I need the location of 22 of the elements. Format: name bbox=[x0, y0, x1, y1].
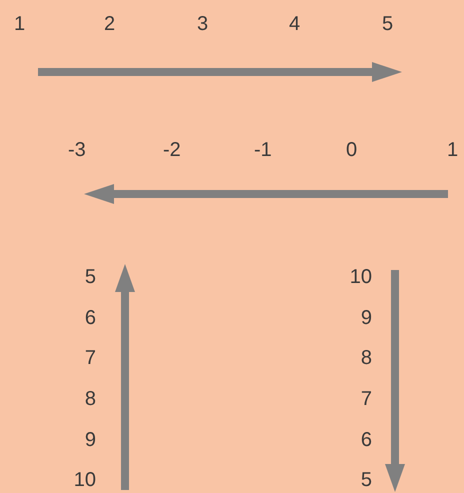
axis-number: 6 bbox=[84, 307, 96, 329]
axis-number: 10 bbox=[350, 266, 372, 288]
axis-number: 7 bbox=[84, 347, 96, 369]
axis-number: 3 bbox=[197, 13, 208, 35]
axis-number: 7 bbox=[360, 388, 372, 410]
axis-number: 9 bbox=[360, 307, 372, 329]
axis-number: 1 bbox=[447, 139, 458, 161]
axis-number: -2 bbox=[163, 139, 181, 161]
axis-number: -1 bbox=[254, 139, 272, 161]
axis-number: 9 bbox=[84, 429, 96, 451]
axis-number: 10 bbox=[74, 469, 96, 491]
axis-number: -3 bbox=[68, 139, 86, 161]
axis-number: 6 bbox=[360, 429, 372, 451]
axis-number: 5 bbox=[360, 469, 372, 491]
axis-number: 8 bbox=[360, 347, 372, 369]
axis-number: 5 bbox=[382, 13, 394, 35]
axis-number: 4 bbox=[289, 13, 300, 35]
axis-number: 1 bbox=[14, 13, 26, 35]
axis-number: 5 bbox=[84, 266, 96, 288]
axis-number: 2 bbox=[104, 13, 116, 35]
axis-number: 8 bbox=[84, 388, 96, 410]
axis-number: 0 bbox=[346, 139, 358, 161]
